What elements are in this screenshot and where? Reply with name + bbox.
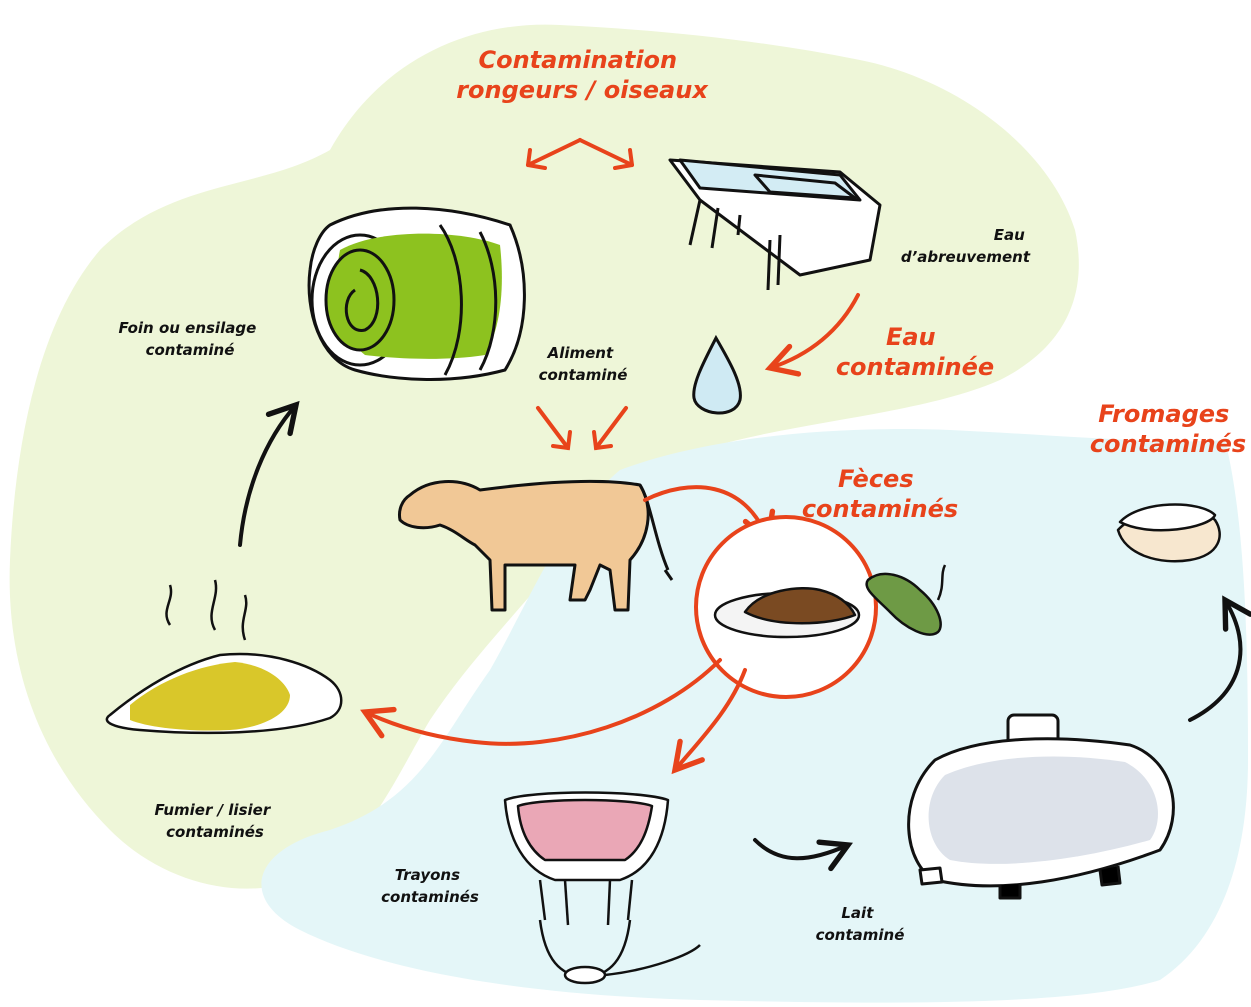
label-cheese: Fromages contaminés	[1090, 400, 1246, 458]
hay-bale-icon	[309, 208, 524, 379]
